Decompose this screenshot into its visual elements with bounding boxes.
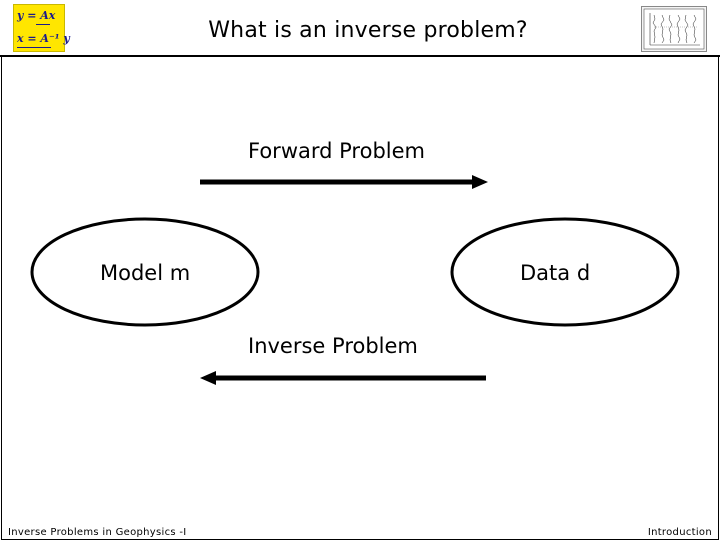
slide-header: y = Ax x = A⁻¹ y What is an inverse prob… (0, 0, 720, 56)
equation-logo: y = Ax x = A⁻¹ y (13, 4, 70, 52)
inverse-arrow (200, 371, 486, 385)
data-ellipse (450, 217, 680, 327)
forward-arrow (200, 175, 488, 189)
model-ellipse (30, 217, 260, 327)
model-label: Model m (100, 261, 191, 285)
forward-problem-label: Forward Problem (248, 139, 425, 163)
inverse-problem-label: Inverse Problem (248, 334, 418, 358)
equation-underline (36, 24, 50, 25)
equation-underline (17, 47, 51, 48)
slide-title: What is an inverse problem? (208, 18, 528, 43)
header-divider (0, 55, 720, 57)
footer-section-title: Introduction (647, 527, 712, 538)
seismogram-plot-icon (641, 6, 707, 52)
equation-inverse: x = A⁻¹ y (17, 32, 70, 45)
data-label: Data d (520, 261, 591, 285)
footer-course-title: Inverse Problems in Geophysics -I (8, 527, 187, 538)
equation-forward: y = Ax (17, 9, 56, 22)
